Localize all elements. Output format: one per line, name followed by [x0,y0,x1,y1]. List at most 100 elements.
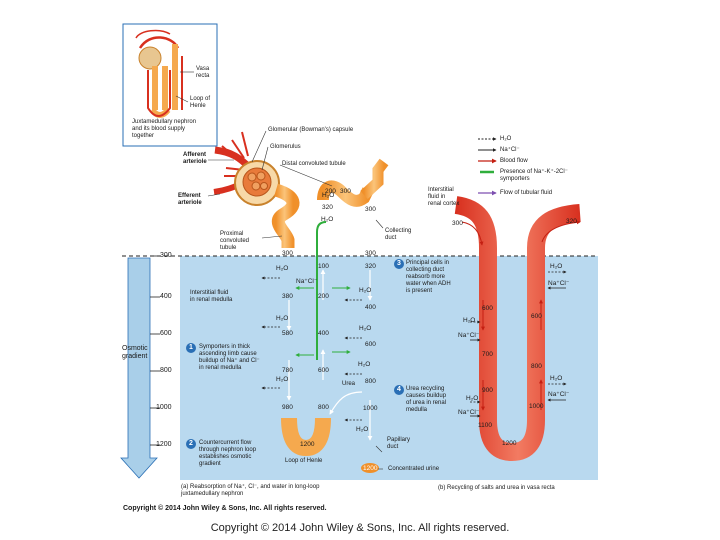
h2o-label: H₂O [466,395,479,402]
inset-nephron-illustration [135,29,183,118]
tubule-value: 580 [282,330,293,337]
tubule-value: 320 [322,204,333,211]
tubule-value: 600 [318,367,329,374]
h2o-label: H₂O [356,426,369,433]
footer-copyright: Copyright © 2014 John Wiley & Sons, Inc.… [210,522,510,534]
distal-convoluted-tubule [317,180,374,207]
step-3-text: Principal cells in collecting duct reabs… [406,260,451,294]
h2o-label: H₂O [359,287,372,294]
tubule-value: 300 [282,250,293,257]
inset-vasa-recta-label: Vasa recta [196,66,210,79]
tubule-value: 380 [282,293,293,300]
nacl-label: Na⁺Cl⁻ [458,332,480,339]
vasa-value: 320 [566,218,577,225]
afferent-label: Afferent arteriole [183,152,207,165]
tubule-value: 800 [365,378,376,385]
osmotic-gradient-arrow [120,257,158,479]
nacl-label: Na⁺Cl⁻ [296,278,318,285]
axis-tick-400: 400 [160,293,172,300]
tubule-value: 200 [318,293,329,300]
step-1-marker: 1 [186,343,196,353]
step-4-text: Urea recycling causes buildup of urea in… [406,386,447,413]
tubule-value: 600 [365,341,376,348]
urea-arrow [329,391,363,415]
dct-label: Distal convoluted tubule [282,161,346,167]
tubule-value: 800 [318,404,329,411]
step-2-text: Countercurrent flow through nephron loop… [199,440,257,467]
axis-tick-600: 600 [160,330,172,337]
vasa-recta-left-loop [454,196,581,462]
h2o-label: H₂O [276,376,289,383]
tubule-value: 980 [282,404,293,411]
legend-h2o: H₂O [500,136,512,142]
caption-b: (b) Recycling of salts and urea in vasa … [438,485,555,491]
caption-a: (a) Reabsorption of Na⁺, Cl⁻, and water … [181,484,320,497]
legend-blood-flow: Blood flow [500,158,528,164]
vasa-value: 900 [482,387,493,394]
urea-label: Urea [342,381,356,387]
efferent-label: Efferent arteriole [178,193,202,206]
tubule-value: 100 [318,263,329,270]
h2o-label: H₂O [550,375,563,382]
tubule-value: 320 [365,263,376,270]
h2o-label: H₂O [321,216,334,223]
legend-tubular-fluid: Flow of tubular fluid [500,190,553,196]
step-1-text: Symporters in thick ascending limb cause… [199,344,260,371]
h2o-label: H₂O [322,192,335,199]
loop-of-henle-label: Loop of Henle [285,458,323,464]
collecting-duct-tip [361,463,379,473]
interstitial-medulla-label: Interstitial fluid in renal medulla [190,290,233,303]
symporter-marker-top [316,221,327,233]
collecting-duct-label: Collecting duct [385,228,412,241]
h2o-label: H₂O [463,317,476,324]
nacl-label: Na⁺Cl⁻ [458,409,480,416]
proximal-convoluted-tubule [271,183,300,248]
vasa-value: 1000 [529,403,544,410]
vasa-value: 1200 [502,440,517,447]
glomerular-capsule-label: Glomerular (Bowman's) capsule [268,127,354,133]
h2o-label: H₂O [276,265,289,272]
vasa-value: 700 [482,351,493,358]
tubule-value: 300 [340,188,351,195]
axis-title: Osmotic gradient [122,345,148,361]
tubule-value: 300 [365,250,376,257]
papillary-duct-label: Papillary duct [387,437,411,450]
vasa-value: 800 [531,363,542,370]
nacl-label: Na⁺Cl⁻ [548,280,570,287]
inset-loop-label: Loop of Henle [190,96,211,109]
h2o-label: H₂O [359,325,372,332]
axis-tick-300: 300 [160,252,172,259]
tubule-value: 300 [365,206,376,213]
tubule-value: 780 [282,367,293,374]
image-copyright: Copyright © 2014 John Wiley & Sons, Inc.… [123,505,327,512]
inset-caption: Juxtamedullary nephron and its blood sup… [132,119,197,139]
nacl-label: Na⁺Cl⁻ [548,391,570,398]
step-4-marker: 4 [394,385,404,395]
vasa-value: 600 [531,313,542,320]
concentrated-urine-label: Concentrated urine [388,466,440,472]
vasa-value: 600 [482,305,493,312]
step-2-marker: 2 [186,439,196,449]
interstitial-cortex-label: Interstitial fluid in renal cortex [428,187,460,207]
vasa-value: 300 [452,220,463,227]
tubule-value: 200 [325,188,336,195]
axis-tick-1200: 1200 [156,441,172,448]
h2o-label: H₂O [358,361,371,368]
pct-label: Proximal convoluted tubule [220,231,250,251]
tubule-value: 400 [318,330,329,337]
step-3-marker: 3 [394,259,404,269]
h2o-label: H₂O [550,263,563,270]
legend-symporters: Presence of Na⁺-K⁺-2Cl⁻ symporters [500,169,568,182]
tubule-value: 1200 [300,441,315,448]
tubule-value: 400 [365,304,376,311]
tubule-value: 1000 [363,405,378,412]
legend-symbols [478,137,497,196]
loop-bend [281,417,331,457]
tubule-value: 1200 [363,465,378,472]
legend-nacl: Na⁺Cl⁻ [500,147,520,153]
axis-tick-1000: 1000 [156,404,172,411]
axis-tick-800: 800 [160,367,172,374]
h2o-label: H₂O [276,315,289,322]
axis-ticks [150,255,160,446]
